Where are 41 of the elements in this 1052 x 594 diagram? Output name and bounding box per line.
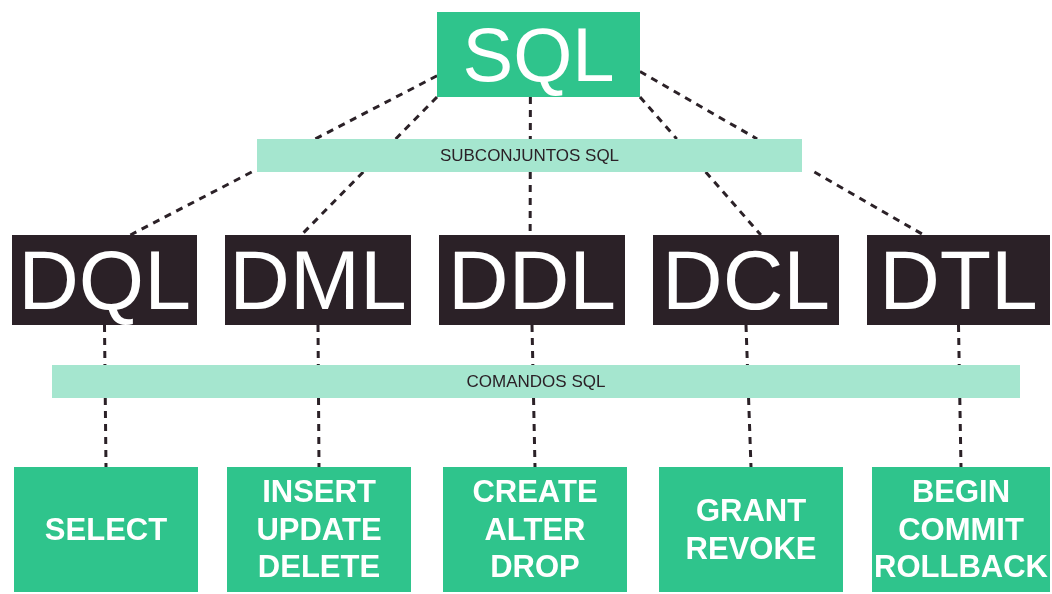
dashed-connector: [958, 397, 963, 468]
dashed-connector: [957, 324, 961, 366]
box-label: DDL: [447, 231, 616, 329]
box-label: DML: [229, 231, 407, 329]
command-box: [227, 467, 411, 592]
dashed-connector: [103, 325, 107, 365]
dashed-connector: [530, 324, 535, 366]
dashed-connector: [129, 170, 253, 237]
dashed-connector: [813, 170, 925, 237]
box-label: GRANT REVOKE: [685, 491, 817, 568]
dashed-connector: [314, 74, 438, 141]
box-label: DTL: [879, 231, 1038, 329]
command-box: [14, 467, 198, 592]
title-box: [437, 12, 640, 97]
command-box: [659, 467, 843, 592]
box-label: BEGIN COMMIT ROLLBACK: [874, 472, 1048, 587]
box-label: CREATE ALTER DROP: [472, 472, 598, 587]
dashed-connector: [638, 96, 678, 140]
category-band: [52, 365, 1020, 398]
dashed-connector: [747, 397, 753, 468]
subset-box: [439, 235, 625, 325]
dashed-connector: [528, 97, 532, 139]
dashed-connector: [317, 398, 321, 467]
box-label: COMANDOS SQL: [466, 371, 606, 392]
box-label: INSERT UPDATE DELETE: [256, 472, 382, 587]
dashed-connector: [316, 325, 320, 365]
box-label: DQL: [18, 231, 191, 329]
dashed-connector: [103, 398, 108, 467]
box-label: SELECT: [44, 510, 168, 549]
subset-box: [653, 235, 839, 325]
box-label: SQL: [462, 11, 615, 98]
category-band: [257, 139, 802, 172]
box-label: SUBCONJUNTOS SQL: [439, 145, 620, 166]
dashed-connector: [532, 397, 537, 468]
dashed-connector: [704, 171, 762, 236]
dashed-connector: [744, 324, 749, 366]
dashed-connector: [639, 70, 758, 141]
box-label: DCL: [661, 231, 830, 329]
subset-box: [867, 235, 1050, 325]
dashed-connector: [394, 95, 439, 141]
command-box: [443, 467, 627, 592]
